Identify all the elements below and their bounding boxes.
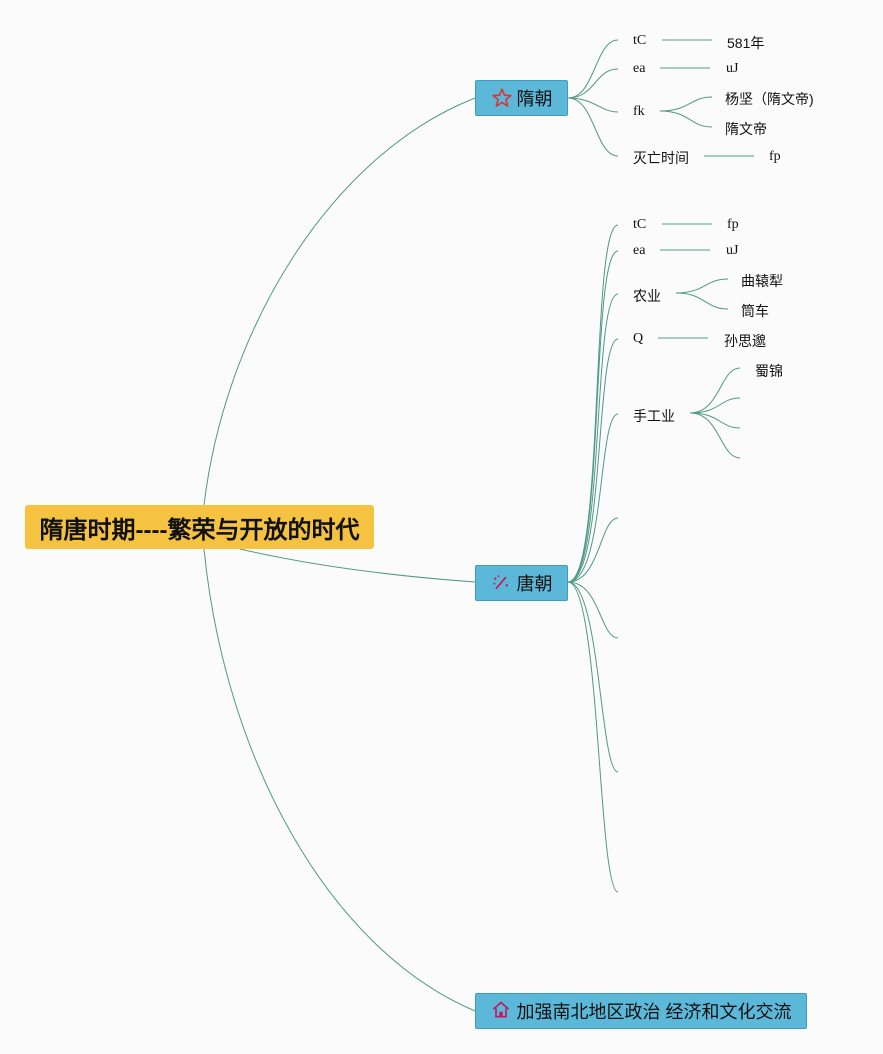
tang-capital-value[interactable]: uJ — [726, 243, 739, 258]
tang-agri-value-2[interactable]: 筒车 — [741, 303, 769, 319]
link-tang-agri-val1 — [675, 278, 729, 294]
branch-effect[interactable]: 加强南北地区政治 经济和文化交流 — [475, 993, 807, 1029]
sui-founder-key[interactable]: fk — [633, 104, 645, 119]
link-tang-med — [567, 338, 619, 583]
link-sui-founded — [567, 39, 619, 99]
link-sui-founder — [567, 97, 619, 113]
star-icon — [491, 87, 513, 109]
link-tang-founded — [567, 224, 619, 583]
link-tang-agri-val2 — [675, 292, 729, 310]
link-tang-capital — [567, 250, 619, 583]
link-tang-craft-val1 — [689, 367, 741, 414]
branch-effect-label: 加强南北地区政治 经济和文化交流 — [516, 1002, 792, 1022]
link-tang-craft-e3 — [689, 412, 741, 429]
link-tang-craft-e4 — [689, 412, 741, 459]
tang-founded-key[interactable]: tC — [633, 217, 647, 232]
sui-founded-value[interactable]: 581年 — [727, 35, 765, 51]
branch-tang-label: 唐朝 — [516, 574, 553, 594]
root-topic[interactable]: 隋唐时期----繁荣与开放的时代 — [25, 505, 374, 549]
sparkle-wand-icon — [491, 572, 513, 594]
tang-med-key[interactable]: Q — [633, 331, 644, 346]
sui-capital-value[interactable]: uJ — [726, 61, 739, 76]
link-sui-fall — [567, 97, 619, 157]
tang-med-value[interactable]: 孙思邈 — [724, 333, 766, 349]
sui-founder-value-2[interactable]: 隋文帝 — [725, 121, 767, 137]
link-tang-e4 — [567, 581, 619, 893]
tang-craft-key[interactable]: 手工业 — [633, 408, 675, 424]
sui-founded-key[interactable]: tC — [633, 33, 647, 48]
branch-sui[interactable]: 隋朝 — [475, 80, 568, 116]
link-root-sui — [203, 97, 476, 506]
link-tang-craft — [567, 413, 619, 583]
link-tang-e3 — [567, 581, 619, 773]
link-root-effect — [203, 548, 476, 1012]
branch-tang[interactable]: 唐朝 — [475, 565, 568, 601]
branch-sui-label: 隋朝 — [516, 89, 553, 109]
tang-craft-value-1[interactable]: 蜀锦 — [755, 363, 783, 379]
tang-founded-value[interactable]: fp — [727, 217, 739, 232]
link-tang-e2 — [567, 581, 619, 639]
link-tang-craft-e2 — [689, 397, 741, 414]
tang-agri-value-1[interactable]: 曲辕犁 — [741, 273, 783, 289]
sui-capital-key[interactable]: ea — [633, 61, 646, 76]
sui-fall-key[interactable]: 灭亡时间 — [633, 150, 689, 166]
house-icon — [491, 1000, 513, 1022]
tang-agri-key[interactable]: 农业 — [633, 288, 661, 304]
link-root-tang — [239, 548, 476, 583]
link-sui-capital — [567, 68, 619, 99]
root-topic-label: 隋唐时期----繁荣与开放的时代 — [39, 516, 360, 544]
sui-fall-value[interactable]: fp — [769, 149, 781, 164]
link-sui-founder-val1 — [659, 96, 713, 112]
sui-founder-value-1[interactable]: 杨坚（隋文帝) — [725, 91, 814, 107]
tang-capital-key[interactable]: ea — [633, 243, 646, 258]
link-tang-agri — [567, 293, 619, 583]
link-tang-e1 — [567, 517, 619, 583]
link-sui-founder-val2 — [659, 110, 713, 128]
